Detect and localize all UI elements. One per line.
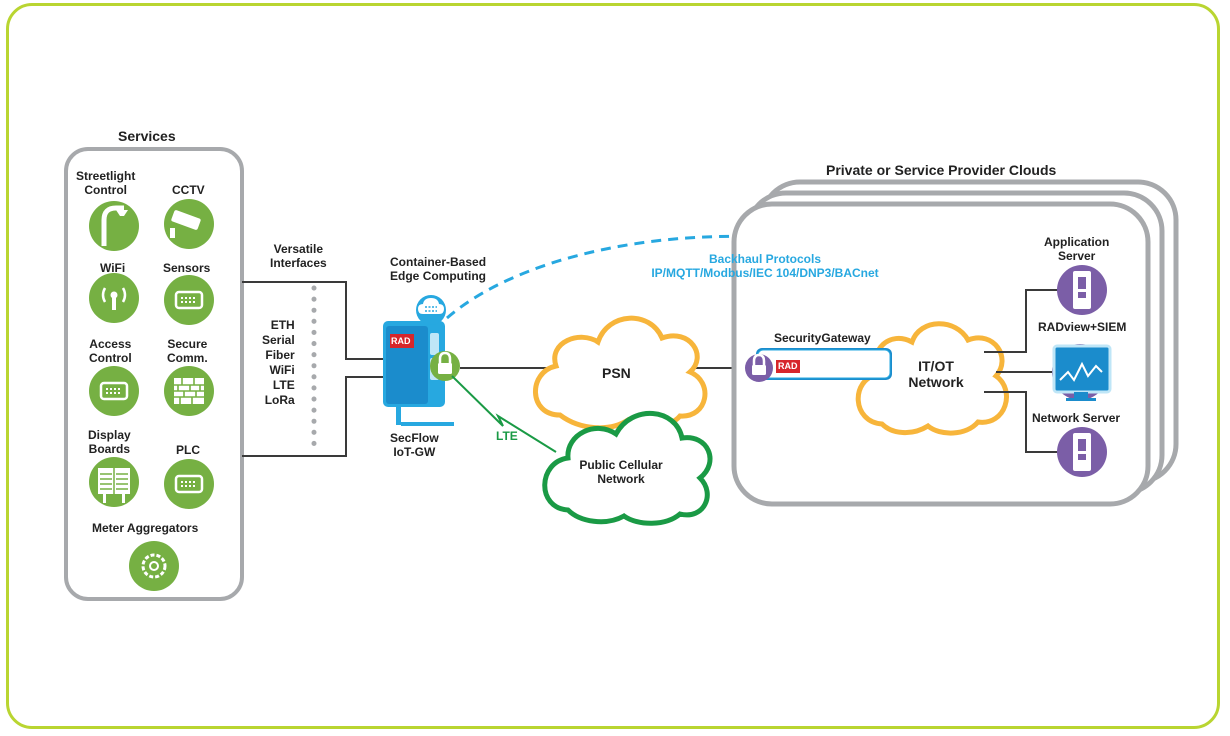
- interfaces-title: Versatile Interfaces: [270, 242, 327, 270]
- wifi-icon: [89, 273, 139, 323]
- security-gateway-label: SecurityGateway: [774, 331, 871, 345]
- display-board-icon: [89, 457, 139, 507]
- network-server-icon: [1057, 427, 1107, 477]
- server-links: [984, 289, 1058, 453]
- network-server-label: Network Server: [1032, 411, 1121, 425]
- itot-label: IT/OT Network: [908, 358, 964, 391]
- label-sensors: Sensors: [163, 261, 211, 275]
- cellular-label: Public Cellular Network: [579, 458, 663, 486]
- application-server-icon: [1057, 265, 1107, 315]
- backhaul-title: Backhaul Protocols: [708, 252, 822, 266]
- backhaul-protocols: IP/MQTT/Modbus/IEC 104/DNP3/BACnet: [651, 266, 879, 280]
- rad-logo-secgw: RAD: [778, 361, 798, 371]
- label-wifi: WiFi: [100, 261, 126, 275]
- edge-cloud-icon: [416, 295, 446, 325]
- meter-icon: [129, 541, 179, 591]
- application-server-label: Application Server: [1044, 235, 1110, 263]
- device-name: SecFlow IoT-GW: [390, 431, 439, 459]
- radview-label: RADview+SIEM: [1038, 320, 1127, 334]
- interface-lines: [242, 281, 386, 457]
- psn-label: PSN: [602, 365, 631, 381]
- lte-link: [451, 375, 557, 453]
- streetlight-icon: [89, 201, 139, 251]
- access-control-icon: [89, 366, 139, 416]
- outer-frame: [6, 3, 1220, 729]
- lte-label: LTE: [496, 429, 518, 443]
- rad-logo-gateway: RAD: [391, 336, 411, 346]
- plc-icon: [164, 459, 214, 509]
- label-display-boards: Display Boards: [88, 428, 131, 456]
- provider-title: Private or Service Provider Clouds: [826, 162, 1057, 178]
- label-cctv: CCTV: [172, 183, 205, 197]
- firewall-icon: [164, 366, 214, 416]
- gateway-lock-icon: [745, 353, 773, 382]
- interfaces-list: ETH Serial Fiber WiFi LTE LoRa: [262, 318, 295, 407]
- label-streetlight: Streetlight Control: [76, 169, 136, 197]
- label-secure-comm: Secure Comm.: [167, 337, 208, 365]
- label-plc: PLC: [176, 443, 200, 457]
- lock-icon: [430, 351, 460, 381]
- secflow-gateway-icon: [383, 321, 454, 426]
- sensors-icon: [164, 275, 214, 325]
- label-meter-aggregators: Meter Aggregators: [92, 521, 199, 535]
- cctv-icon: [164, 199, 214, 249]
- security-gateway-device: [756, 348, 892, 380]
- services-title: Services: [118, 128, 176, 144]
- cellular-cloud: [542, 410, 713, 526]
- radview-monitor-icon: [1052, 344, 1112, 401]
- edge-title: Container-Based Edge Computing: [390, 255, 487, 283]
- label-access-control: Access Control: [89, 337, 132, 365]
